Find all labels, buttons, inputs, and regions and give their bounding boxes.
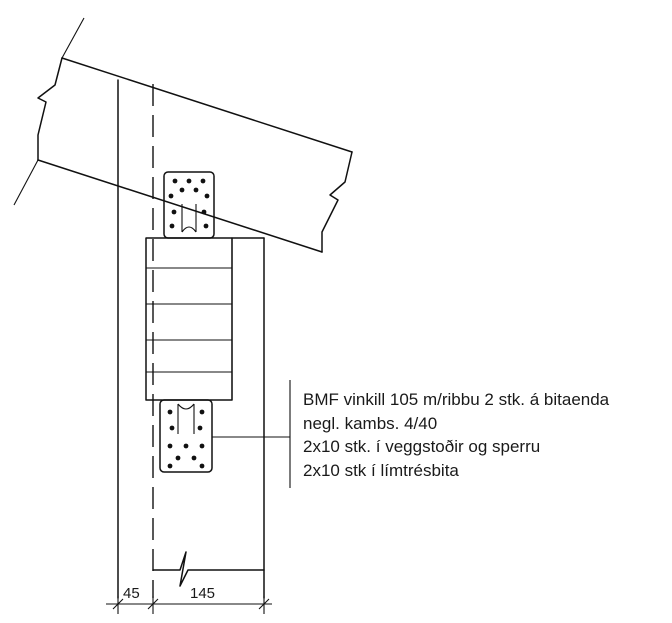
bmf-bracket-bottom (159, 399, 213, 473)
glulam-beam (145, 237, 265, 401)
note-line-3: 2x10 stk. í veggstoðir og sperru (303, 437, 541, 456)
dimension-line: 45 145 (106, 585, 272, 614)
connection-note: BMF vinkill 105 m/ribbu 2 stk. á bitaend… (303, 388, 609, 482)
note-line-2: negl. kambs. 4/40 (303, 413, 438, 433)
wall-post (117, 79, 265, 599)
post-break (152, 551, 265, 587)
dimension-right-label: 145 (190, 585, 215, 602)
note-leader (212, 380, 291, 488)
rafter (13, 17, 353, 253)
note-line-4: 2x10 stk í límtrésbita (303, 460, 459, 480)
dimension-left-label: 45 (123, 585, 140, 602)
note-line-1: BMF vinkill 105 m/ribbu 2 stk. á bitaend… (303, 390, 610, 409)
rafter-break-right (321, 151, 353, 253)
bmf-bracket-top (163, 171, 215, 239)
rafter-break-left (37, 57, 63, 161)
